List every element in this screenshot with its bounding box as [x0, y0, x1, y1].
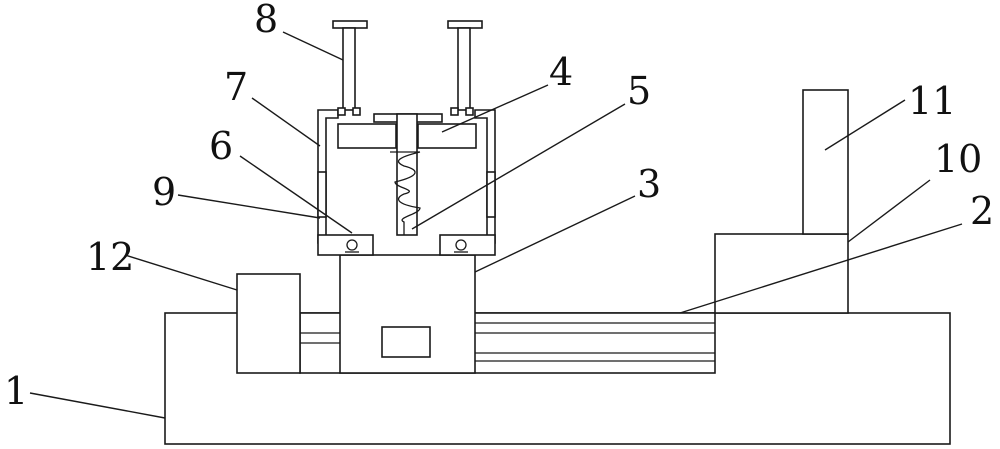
motor-box [236, 273, 301, 374]
label-2: 2 [970, 189, 994, 233]
clamp-screws [332, 20, 483, 116]
clamp-housing [317, 109, 496, 256]
label-7: 7 [224, 65, 248, 109]
label-1: 1 [4, 369, 28, 413]
label-4: 4 [549, 50, 573, 94]
spring [390, 151, 421, 235]
label-6: 6 [209, 124, 233, 168]
slider-block [339, 254, 476, 374]
label-9: 9 [152, 170, 176, 214]
label-11: 11 [908, 79, 956, 123]
stop-block [714, 233, 849, 314]
leader-lines [29, 31, 963, 419]
label-5: 5 [627, 69, 651, 113]
upright-post [802, 89, 849, 235]
label-10: 10 [934, 137, 982, 181]
label-12: 12 [86, 235, 134, 279]
label-3: 3 [637, 162, 661, 206]
label-8: 8 [254, 0, 278, 41]
